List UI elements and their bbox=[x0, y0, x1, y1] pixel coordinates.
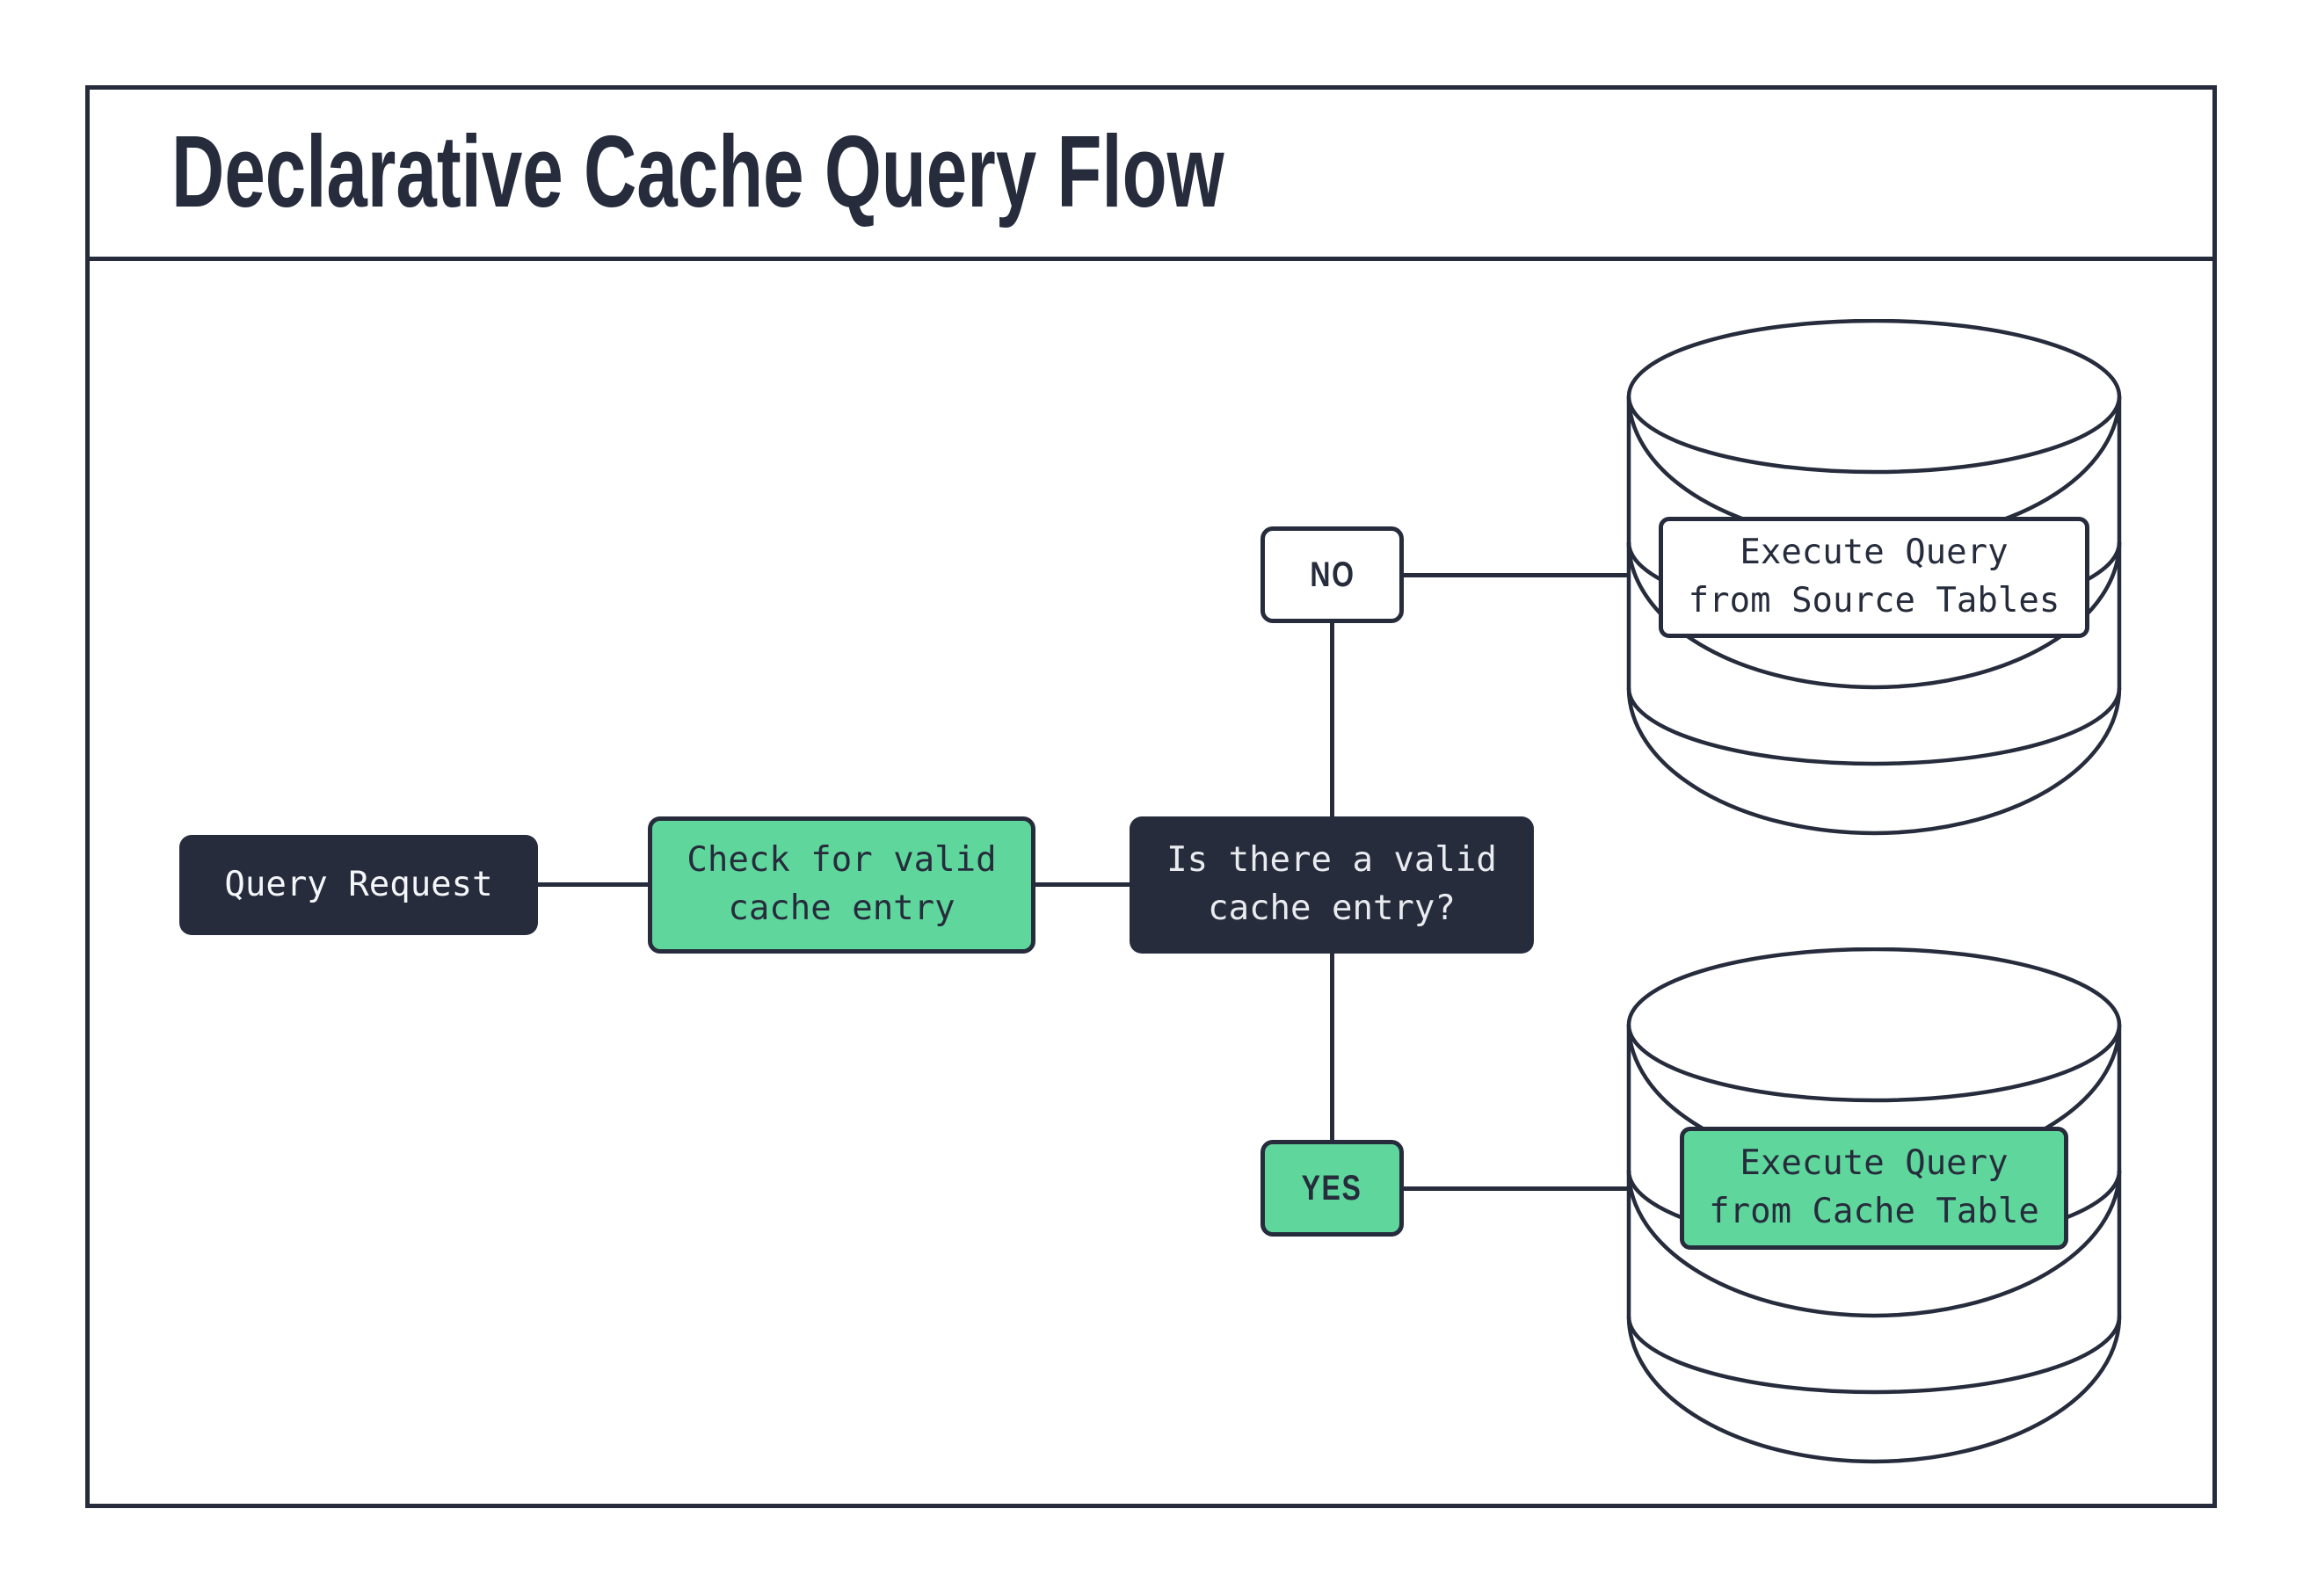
cache-database-cylinder-icon bbox=[1626, 947, 2122, 1464]
diagram-frame bbox=[85, 85, 2217, 1508]
connector-check-to-decision bbox=[1035, 882, 1148, 887]
connector-decision-to-no bbox=[1330, 623, 1334, 816]
node-check-cache: Check for valid cache entry bbox=[648, 816, 1035, 954]
branch-label-no-text: NO bbox=[1309, 555, 1355, 594]
branch-label-no: NO bbox=[1260, 526, 1404, 623]
page-title: Declarative Cache Query Flow bbox=[171, 113, 1224, 229]
branch-label-yes: YES bbox=[1260, 1140, 1404, 1237]
diagram-header: Declarative Cache Query Flow bbox=[85, 85, 2217, 261]
source-database-cylinder-icon bbox=[1626, 319, 2122, 836]
node-decision-valid-cache: Is there a valid cache entry? bbox=[1130, 816, 1534, 954]
branch-label-yes-text: YES bbox=[1302, 1168, 1362, 1208]
connector-request-to-check bbox=[538, 882, 648, 887]
node-execute-source-tables: Execute Query from Source Tables bbox=[1659, 517, 2089, 638]
connector-decision-to-yes bbox=[1330, 954, 1334, 1140]
connector-no-to-source-db bbox=[1404, 573, 1629, 577]
node-query-request: Query Request bbox=[179, 835, 538, 935]
node-execute-cache-table: Execute Query from Cache Table bbox=[1680, 1127, 2068, 1250]
connector-yes-to-cache-db bbox=[1404, 1186, 1629, 1191]
